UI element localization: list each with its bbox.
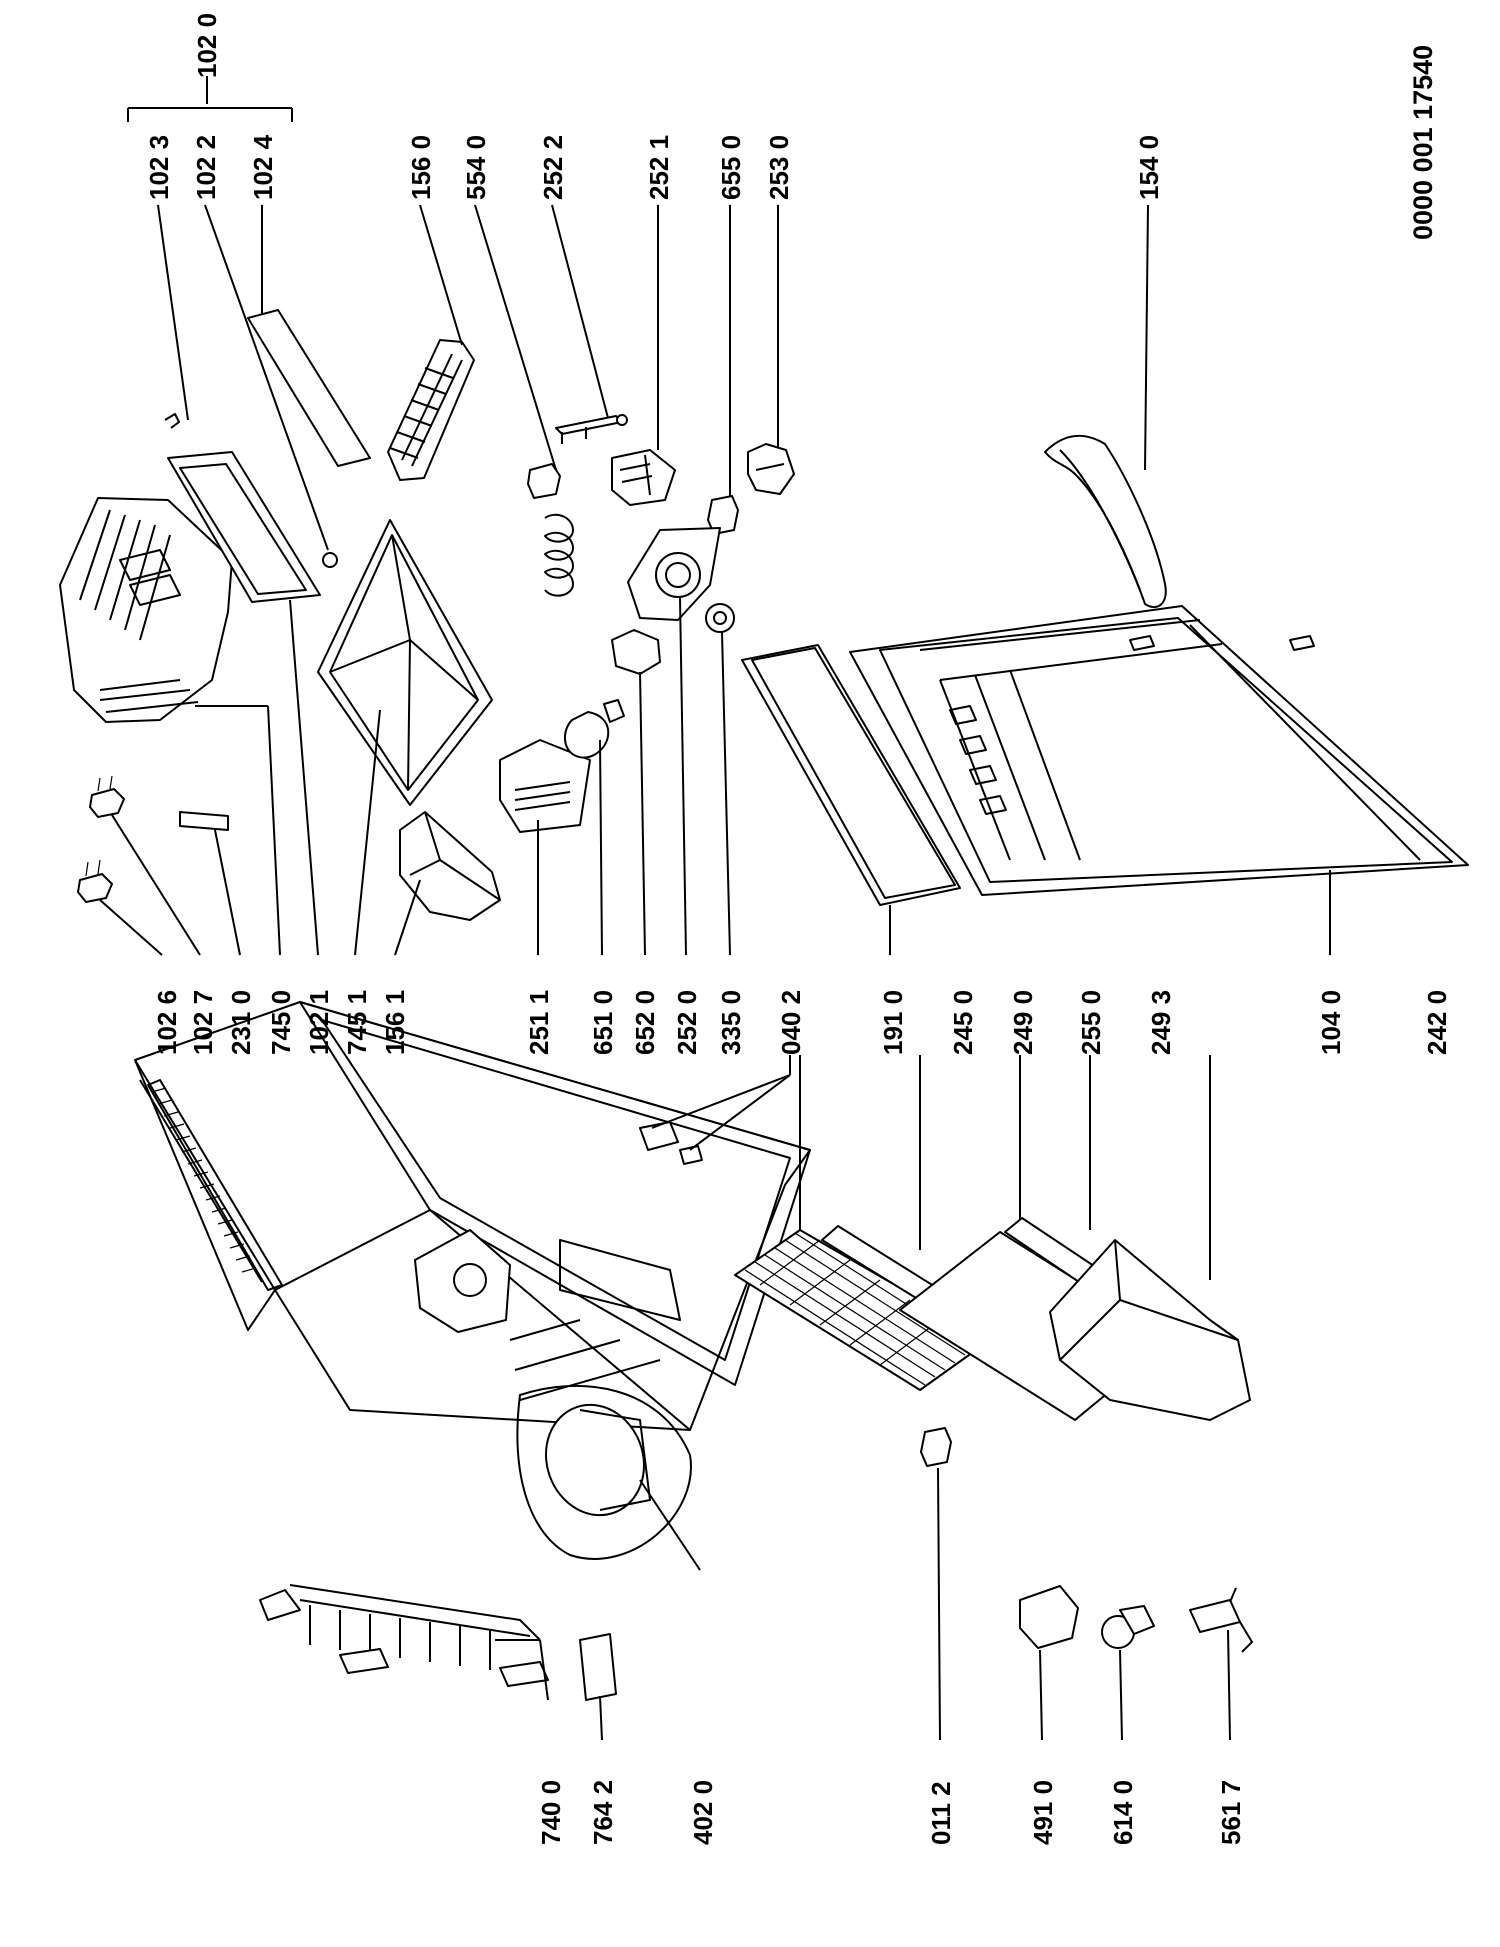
bracket-102-group [127,76,293,122]
label-156-1: 156 1 [380,990,410,1055]
part-764-2-filter [579,1633,617,1741]
label-102-7: 102 7 [188,990,218,1055]
part-104-0-door [849,605,1469,955]
label-104-0: 104 0 [1316,990,1346,1055]
label-156-0: 156 0 [406,135,436,200]
label-245-0: 245 0 [948,990,978,1055]
part-335-0-knob [705,603,735,956]
part-252-2-rod [551,204,628,444]
label-040-2: 040 2 [776,990,806,1055]
part-labels: 102 6 102 7 231 0 745 0 102 1 745 1 156 … [144,13,1452,1845]
label-251-1: 251 1 [524,990,554,1055]
label-154-0: 154 0 [1134,135,1164,200]
label-242-0: 242 0 [1422,990,1452,1055]
part-655-0-switch [707,205,739,535]
label-252-2: 252 2 [538,135,568,200]
label-764-2: 764 2 [588,1780,618,1845]
label-614-0: 614 0 [1108,1780,1138,1845]
label-745-1: 745 1 [342,990,372,1055]
label-655-0: 655 0 [716,135,746,200]
part-242-0-crisper [1049,1055,1251,1421]
part-651-0-lamp [564,699,625,956]
part-554-0-spring [474,204,574,597]
part-253-0-cap [747,205,795,495]
label-740-0: 740 0 [536,1780,566,1845]
part-745-0-evaporator [59,497,281,956]
part-561-7-thermostat [1189,1587,1253,1741]
part-156-1-box [394,811,501,956]
label-249-3: 249 3 [1146,990,1176,1055]
label-745-0: 745 0 [266,990,296,1055]
label-252-1: 252 1 [644,135,674,200]
label-651-0: 651 0 [588,990,618,1055]
label-249-0: 249 0 [1008,990,1038,1055]
label-102-4: 102 4 [248,134,278,200]
label-102-3: 102 3 [144,135,174,200]
part-252-0-housing [627,527,721,956]
label-102-2: 102 2 [191,135,221,200]
part-252-1-bracket [611,205,676,506]
label-554-0: 554 0 [461,135,491,200]
label-252-0: 252 0 [672,990,702,1055]
part-251-1-cover [499,739,591,955]
part-491-0-relay [1019,1585,1079,1741]
part-011-2-foot [920,1427,952,1741]
label-231-0: 231 0 [226,990,256,1055]
label-255-0: 255 0 [1076,990,1106,1055]
label-102-6: 102 6 [152,990,182,1055]
part-154-0-handle [1044,204,1167,609]
label-652-0: 652 0 [630,990,660,1055]
label-561-7: 561 7 [1216,1780,1246,1845]
part-156-0-ice-tray [387,204,475,481]
label-491-0: 491 0 [1028,1780,1058,1845]
part-652-0-lamp-holder [611,629,661,956]
label-402-0: 402 0 [688,1780,718,1845]
part-102-2-screw [204,204,338,568]
label-102-0: 102 0 [192,13,222,78]
part-102-6-knob [77,859,163,956]
part-191-0-door-strip [741,644,961,955]
label-102-1: 102 1 [304,990,334,1055]
part-745-1-drip-tray [317,519,493,956]
part-102-7-knob [89,775,201,956]
label-253-0: 253 0 [764,135,794,200]
part-614-0-overload [1101,1605,1155,1741]
part-740-0-cabinet [134,1001,811,1701]
part-102-3-wire [157,204,189,429]
label-011-2: 011 2 [926,1781,956,1845]
label-191-0: 191 0 [878,990,908,1055]
part-102-1-frame [167,451,321,956]
part-231-0-clip [179,811,241,956]
label-335-0: 335 0 [716,990,746,1055]
part-102-4-strip [247,205,371,467]
drawing-code: 0000 001 17540 [1408,45,1438,240]
part-040-2-feet [639,1055,791,1165]
